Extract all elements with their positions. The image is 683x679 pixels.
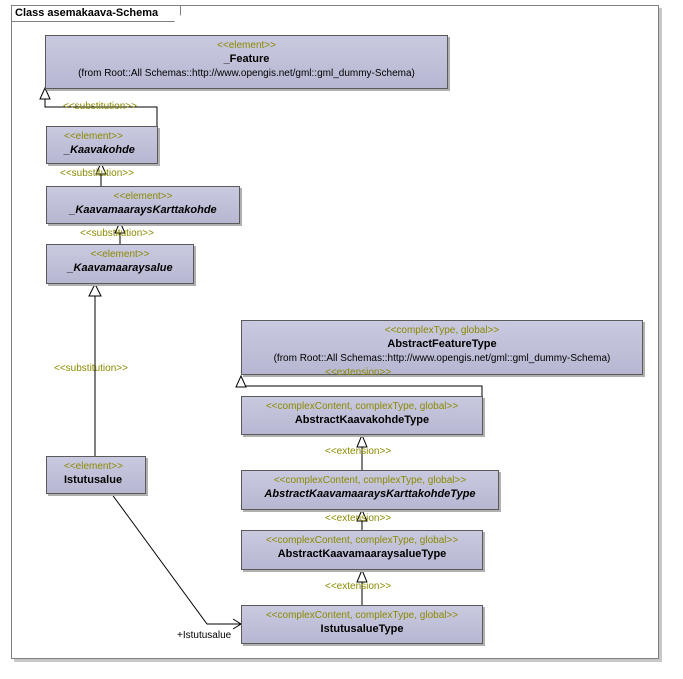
triangle-arrowhead: [95, 161, 107, 175]
element-name: Istutusalue: [64, 474, 123, 486]
stereotype-label: <<element>>: [64, 131, 123, 142]
stereotype-label: <<complexContent, complexType, global>>: [273, 475, 467, 486]
association-line: [110, 492, 241, 625]
element-istutusalue[interactable]: <<element>> Istutusalue: [46, 456, 146, 494]
from-path: (from Root::All Schemas::http://www.open…: [78, 68, 415, 79]
substitution-label: <<substitution>>: [60, 168, 134, 179]
stereotype-label: <<complexContent, complexType, global>>: [265, 610, 459, 621]
triangle-arrowhead: [356, 433, 368, 448]
type-name: AbstractKaavamaaraysKarttakohdeType: [264, 488, 476, 500]
triangle-arrowhead: [114, 220, 126, 234]
element-kaavakohde[interactable]: <<element>> _Kaavakohde: [46, 126, 158, 164]
type-istutusalue-type[interactable]: <<complexContent, complexType, global>> …: [241, 605, 483, 644]
stereotype-label: <<element>>: [90, 249, 150, 260]
substitution-label: <<substitution>>: [63, 101, 137, 112]
stereotype-label: <<complexContent, complexType, global>>: [265, 535, 459, 546]
substitution-label: <<substitution>>: [80, 228, 154, 239]
stereotype-label: <<element>>: [217, 40, 276, 51]
triangle-arrowhead: [235, 374, 247, 388]
type-name: IstutusalueType: [320, 623, 404, 635]
from-path: (from Root::All Schemas::http://www.open…: [273, 353, 611, 364]
stereotype-label: <<complexType, global>>: [384, 325, 500, 336]
triangle-arrowhead: [356, 568, 368, 583]
substitution-line-kaavakohde-feature: [44, 98, 158, 126]
stereotype-label: <<complexContent, complexType, global>>: [265, 401, 459, 412]
substitution-label: <<substitution>>: [54, 363, 128, 374]
extension-line-kaavakohde-feature: [240, 385, 483, 396]
triangle-arrowhead: [39, 86, 51, 100]
type-abstract-kaavamaarays-karttakohde-type[interactable]: <<complexContent, complexType, global>> …: [241, 470, 499, 510]
type-abstract-kaavamaaraysalue-type[interactable]: <<complexContent, complexType, global>> …: [241, 530, 483, 570]
extension-label: <<extension>>: [325, 513, 392, 524]
type-abstract-kaavakohde-type[interactable]: <<complexContent, complexType, global>> …: [241, 396, 483, 435]
extension-label: <<extension>>: [325, 367, 392, 378]
association-role-label: +Istutusalue: [177, 630, 232, 641]
element-kaavamaarays-karttakohde[interactable]: <<element>> _KaavamaaraysKarttakohde: [46, 186, 240, 224]
stereotype-label: <<element>>: [113, 191, 173, 202]
element-name: _Kaavakohde: [64, 144, 135, 156]
extension-label: <<extension>>: [325, 581, 392, 592]
type-abstract-feature-type[interactable]: <<complexType, global>> AbstractFeatureT…: [241, 320, 643, 375]
triangle-arrowhead: [88, 282, 102, 297]
element-feature[interactable]: <<element>> _Feature (from Root::All Sch…: [45, 35, 448, 89]
element-name: _Kaavamaaraysalue: [67, 262, 173, 274]
element-name: _Feature: [223, 53, 270, 65]
type-name: AbstractFeatureType: [387, 338, 497, 350]
diagram-title: Class asemakaava-Schema: [12, 6, 181, 22]
type-name: AbstractKaavamaaraysalueType: [277, 548, 447, 560]
type-name: AbstractKaavakohdeType: [294, 414, 430, 426]
element-kaavamaaraysalue[interactable]: <<element>> _Kaavamaaraysalue: [46, 244, 194, 284]
triangle-arrowhead: [356, 508, 368, 522]
element-name: _KaavamaaraysKarttakohde: [69, 204, 217, 216]
stereotype-label: <<element>>: [64, 461, 123, 472]
extension-label: <<extension>>: [325, 446, 392, 457]
